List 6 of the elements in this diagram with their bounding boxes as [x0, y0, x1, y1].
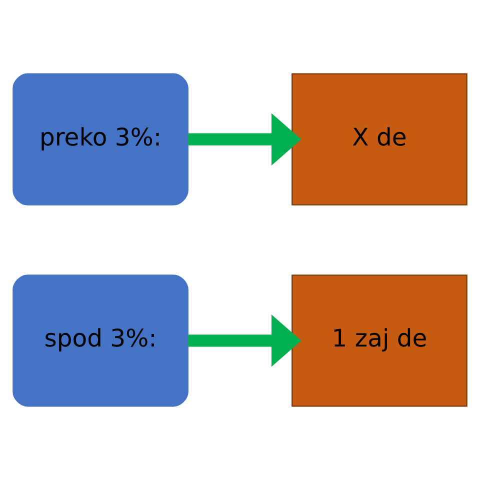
arrow: [188, 113, 302, 166]
node-box: preko 3%:: [12, 73, 188, 206]
arrow: [188, 314, 302, 367]
node-box: spod 3%:: [12, 274, 188, 407]
node-box: X de: [292, 73, 468, 206]
node-box: 1 zaj de: [292, 274, 468, 407]
